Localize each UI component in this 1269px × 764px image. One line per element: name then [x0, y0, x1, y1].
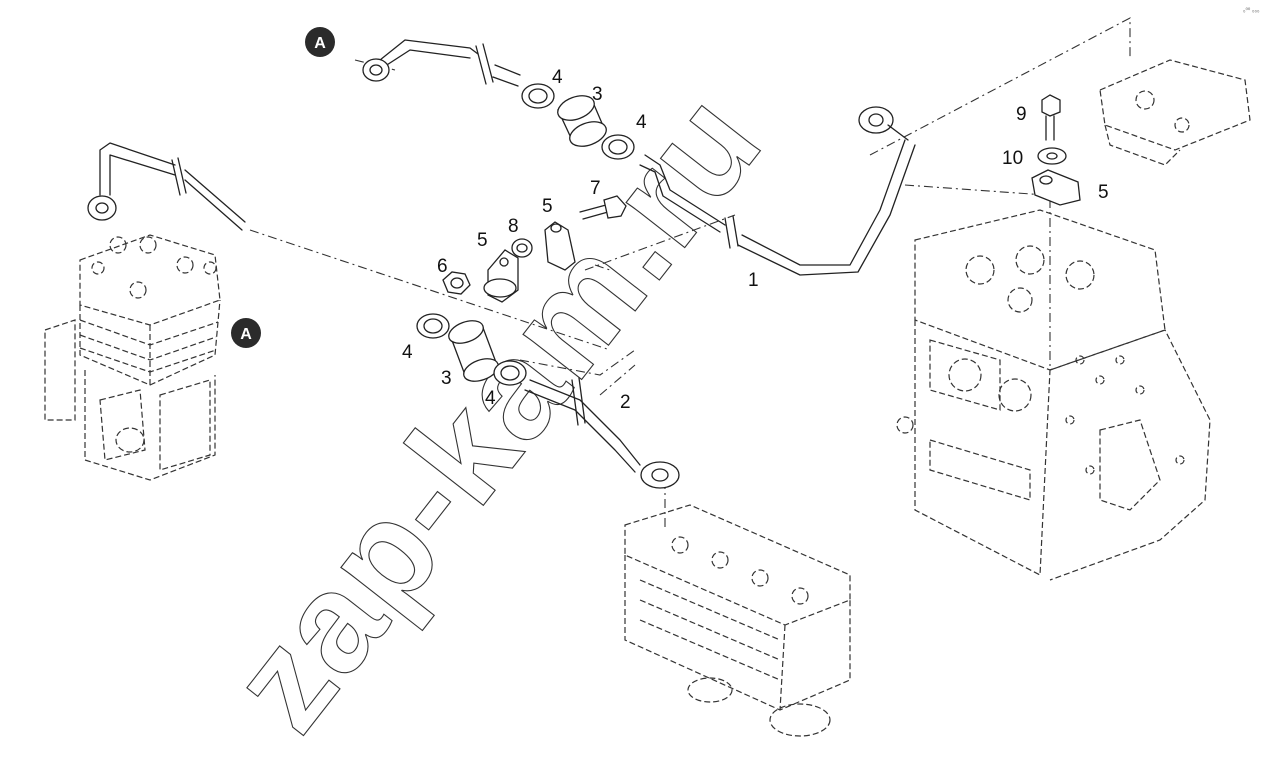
callout-bracket-middle-left: 5 — [477, 230, 488, 251]
badge-middle-label: A — [240, 326, 252, 343]
callout-bracket-middle-right: 5 — [542, 196, 553, 217]
bolt-9 — [1041, 94, 1061, 141]
callout-pipe-1: 1 — [748, 270, 759, 291]
callout-pipe-2: 2 — [620, 392, 631, 413]
hose-clamps — [416, 83, 635, 386]
oil-cooler-housing — [624, 504, 851, 737]
watermark-text: zap-kam.ru — [200, 64, 791, 759]
callout-bracket-engine: 5 — [1098, 182, 1109, 203]
upper-manifold — [1099, 59, 1251, 166]
engine-block — [896, 209, 1211, 581]
reference-badge-middle: A — [231, 318, 261, 348]
nut-6 — [442, 271, 471, 295]
callout-washer: 10 — [1002, 148, 1023, 169]
callout-spacer: 8 — [508, 216, 519, 237]
bracket-5-middle-right — [544, 221, 576, 271]
reference-badge-top: A — [305, 27, 335, 57]
corner-code: ₀⁰⁰ ₀₀₀ — [1243, 7, 1260, 14]
compressor-pipe — [87, 142, 246, 231]
callout-bolt: 9 — [1016, 104, 1027, 125]
callout-clamp-bottom-left: 4 — [402, 342, 413, 363]
callout-clamp-top-left: 4 — [552, 67, 563, 88]
callout-nut: 6 — [437, 256, 448, 277]
callout-clamp-bottom-right: 4 — [485, 388, 496, 409]
sleeve-bottom — [448, 320, 499, 382]
upper-pipe-section — [362, 39, 521, 87]
sleeve-top — [557, 95, 607, 147]
pipe-2 — [524, 377, 680, 489]
screw-7 — [579, 195, 627, 220]
bracket-5-middle-left — [483, 249, 519, 303]
callout-sleeve-bottom: 3 — [441, 368, 452, 389]
spacer-8 — [511, 238, 533, 258]
callout-sleeve-top: 3 — [592, 84, 603, 105]
callout-labels: 4 3 4 7 5 8 5 6 4 3 4 2 1 9 10 5 — [402, 67, 1109, 413]
washer-10 — [1037, 147, 1067, 165]
callout-screw: 7 — [590, 178, 601, 199]
air-compressor — [44, 234, 221, 481]
pipe-1 — [639, 106, 916, 276]
bracket-5-engine — [1031, 169, 1081, 206]
badge-top-label: A — [314, 35, 326, 52]
callout-clamp-top-right: 4 — [636, 112, 647, 133]
assembly-center-lines — [249, 17, 1131, 530]
